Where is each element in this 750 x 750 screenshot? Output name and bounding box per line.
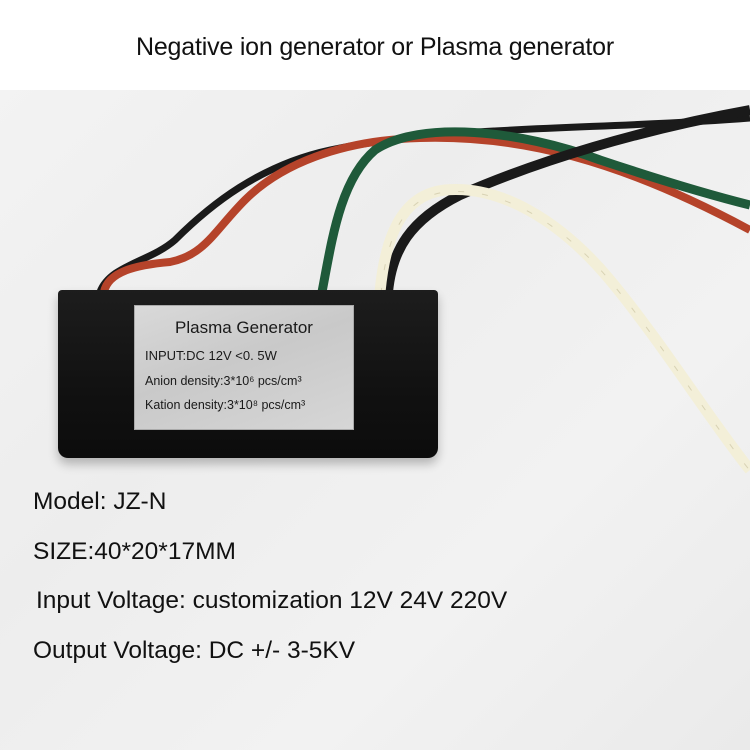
page-title: Negative ion generator or Plasma generat…	[136, 33, 614, 61]
spec-input-voltage: Input Voltage: customization 12V 24V 220…	[36, 587, 508, 614]
black-wire-left	[96, 114, 750, 294]
label-input-spec: INPUT:DC 12V <0. 5W	[145, 348, 277, 363]
module-label-plate: Plasma Generator INPUT:DC 12V <0. 5W Ani…	[134, 305, 354, 430]
label-kation-density: Kation density:3*10⁸ pcs/cm³	[145, 398, 306, 412]
red-wire	[100, 133, 750, 294]
title-band	[0, 0, 750, 90]
label-heading: Plasma Generator	[175, 318, 313, 337]
black-wire-right	[383, 105, 750, 293]
spec-size: SIZE:40*20*17MM	[33, 538, 236, 565]
spec-output-voltage: Output Voltage: DC +/- 3-5KV	[33, 637, 356, 664]
spec-model: Model: JZ-N	[33, 488, 167, 515]
green-wire	[317, 127, 750, 293]
label-anion-density: Anion density:3*10⁶ pcs/cm³	[145, 374, 302, 388]
